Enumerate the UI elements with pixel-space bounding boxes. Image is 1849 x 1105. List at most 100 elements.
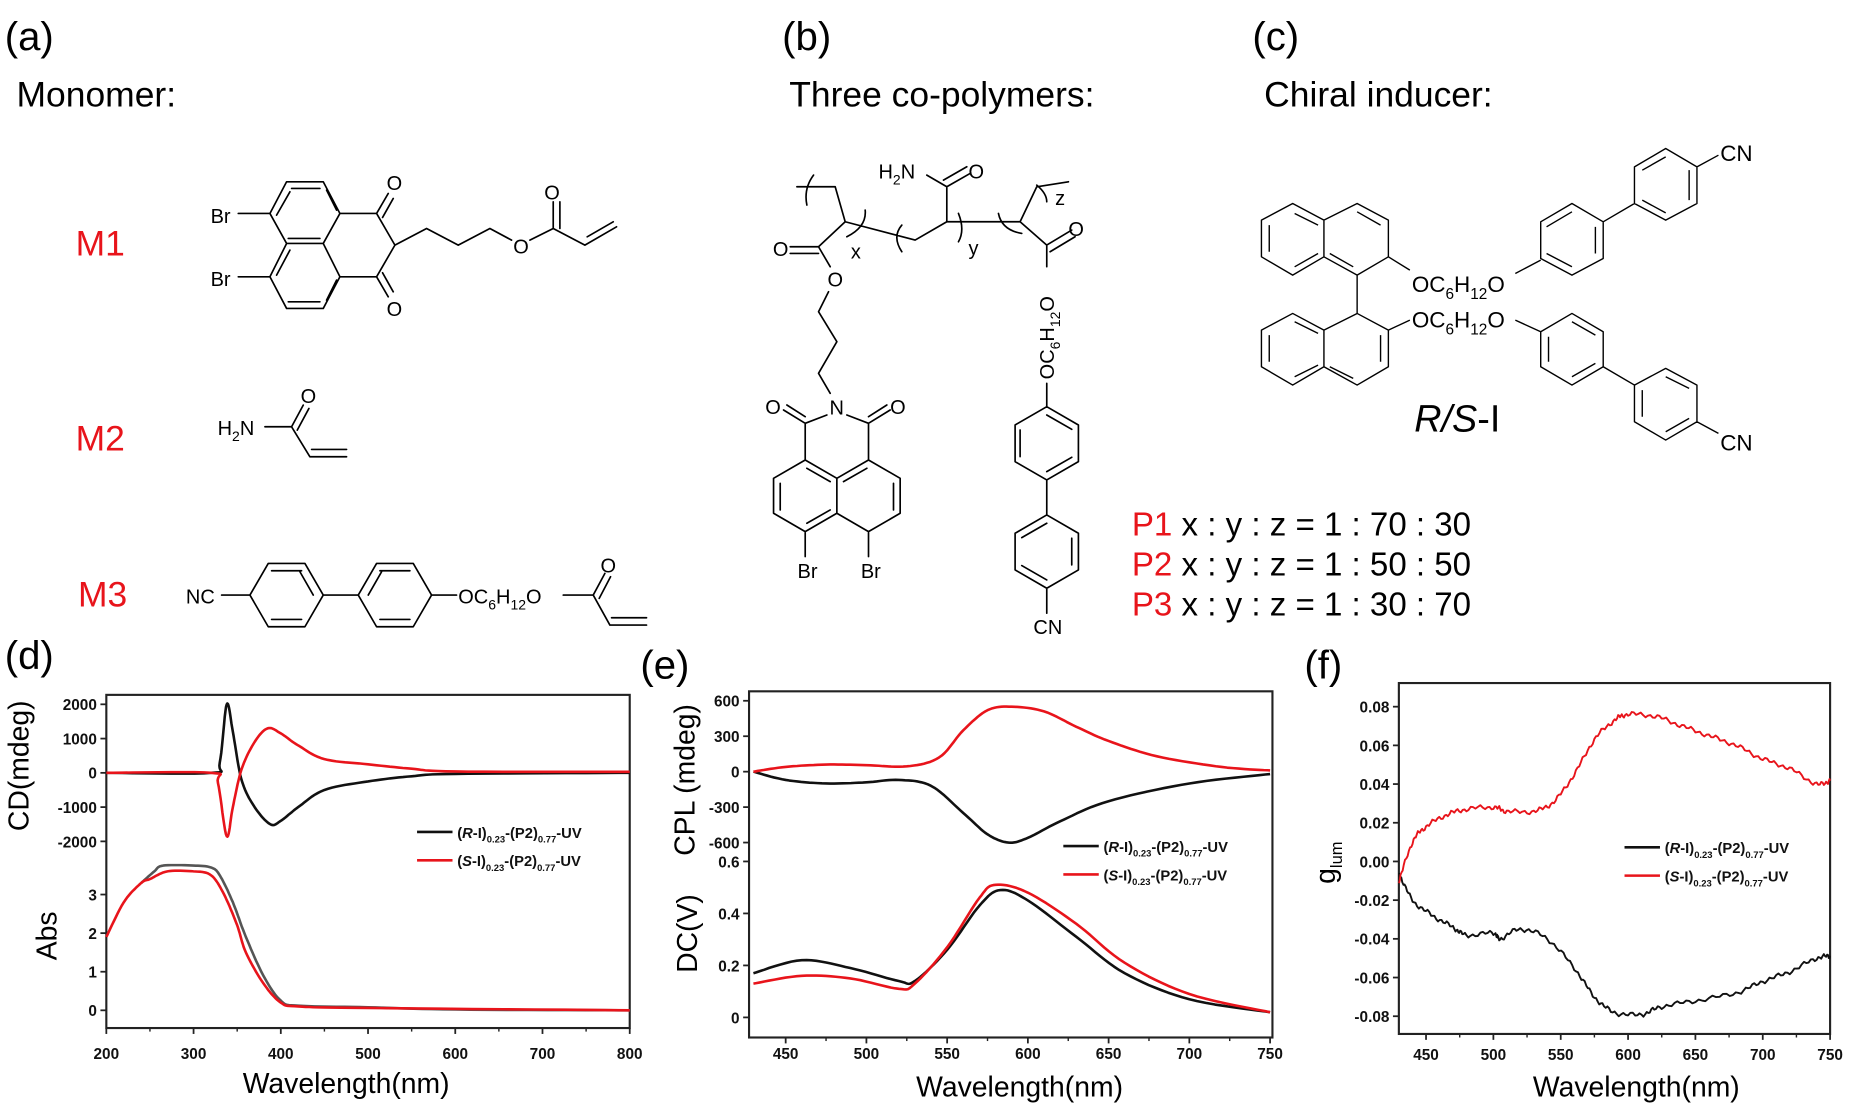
- y-tick-label: -300: [709, 800, 740, 817]
- panel-d-label: (d): [5, 633, 54, 678]
- x-tick-label: 700: [530, 1046, 556, 1063]
- y-axis-title: CPL (mdeg): [670, 704, 702, 856]
- m1-o-top: O: [387, 173, 403, 195]
- y-tick-label: 0.06: [1360, 738, 1390, 755]
- series-line-S: [753, 705, 1271, 773]
- m1-o-ester: O: [513, 236, 529, 258]
- cyano-bottom: CN: [1720, 430, 1752, 455]
- copolymer-ratios: P1 x : y : z = 1 : 70 : 30 P2 x : y : z …: [1132, 506, 1471, 623]
- y-tick-label: -1000: [58, 800, 97, 817]
- y-tick-label: 0: [88, 766, 97, 783]
- x-tick-label: 750: [1817, 1047, 1843, 1064]
- plot-frame: [105, 693, 631, 1030]
- ester-o-left: O: [773, 239, 789, 261]
- linker-bottom: OC6H12O: [1412, 307, 1505, 338]
- x-axis-title: Wavelength(nm): [1533, 1072, 1740, 1104]
- x-tick-label: 500: [854, 1046, 880, 1063]
- ratio-p2: P2 x : y : z = 1 : 50 : 50: [1132, 547, 1471, 584]
- y-tick-label: 0.08: [1360, 700, 1390, 717]
- series-line-R: [106, 702, 630, 827]
- panel-c: (c) Chiral inducer: OC6H12O OC6H12O CN C…: [1252, 14, 1752, 456]
- x-tick-label: 400: [268, 1046, 294, 1063]
- m1-o-carbonyl: O: [544, 182, 560, 204]
- series-line-R: [1398, 872, 1832, 1018]
- copolymer-structure: H2N O O O O x y z N O O Br Br CN OC6H12O: [765, 161, 1084, 638]
- m1-br-bottom: Br: [211, 269, 231, 291]
- legend-label-R: (R-I)0.23-(P2)0.77-UV: [1103, 840, 1228, 860]
- x-tick-label: 800: [617, 1046, 643, 1063]
- y-tick-label: 300: [714, 729, 740, 746]
- legend-label-R: (R-I)0.23-(P2)0.77-UV: [1665, 841, 1790, 861]
- copolymer-bonds: [772, 165, 1080, 615]
- x-tick-label: 650: [1096, 1046, 1122, 1063]
- x-tick-label: 300: [181, 1046, 207, 1063]
- linker-top: OC6H12O: [1412, 272, 1505, 303]
- y-tick-label: -600: [709, 835, 740, 852]
- amide-o: O: [968, 161, 984, 183]
- series-line-R: [140, 863, 630, 1012]
- plot-frame: [1397, 681, 1832, 1036]
- y-tick-label: 3: [88, 887, 97, 904]
- ester-o-right: O: [1068, 219, 1084, 241]
- y-tick-label: 0.02: [1360, 816, 1390, 833]
- ratio-p3: P3 x : y : z = 1 : 30 : 70: [1132, 587, 1471, 624]
- ratio-p1: P1 x : y : z = 1 : 70 : 30: [1132, 506, 1471, 543]
- panel-a: (a) Monomer: M1 M2 M3 Br Br O O O O H2N …: [5, 14, 648, 628]
- binaphthyl-bonds: [1261, 149, 1718, 441]
- legend-label-S: (S-I)0.23-(P2)0.77-UV: [1103, 868, 1227, 888]
- plot-frame: [747, 690, 1274, 1039]
- y-tick-label: 0: [731, 765, 740, 782]
- panel-b-label: (b): [782, 14, 831, 59]
- panel-a-label: (a): [5, 14, 54, 59]
- panel-a-title: Monomer:: [17, 74, 177, 114]
- x-tick-label: 550: [1548, 1047, 1574, 1064]
- ester-o-chain: O: [828, 270, 844, 292]
- x-tick-label: 700: [1750, 1047, 1776, 1064]
- y-tick-label: 0.2: [718, 958, 739, 975]
- y-axis-title: DC(V): [672, 894, 704, 973]
- panel-b: (b) Three co-polymers: H2N O O O O x y z…: [765, 14, 1471, 639]
- monomer-m1-label: M1: [76, 223, 125, 263]
- y-tick-label: 600: [714, 694, 740, 711]
- subscript-z: z: [1055, 188, 1065, 210]
- subscript-y: y: [968, 238, 978, 260]
- m1-o-bottom: O: [387, 299, 403, 321]
- x-tick-label: 750: [1257, 1046, 1283, 1063]
- m3-nc: NC: [186, 586, 215, 608]
- y-tick-label: 0.04: [1360, 777, 1390, 794]
- x-tick-label: 450: [773, 1046, 799, 1063]
- x-tick-label: 600: [1615, 1047, 1641, 1064]
- y-tick-label: 0: [88, 1003, 97, 1020]
- m1-br-top: Br: [211, 206, 231, 228]
- y-tick-label: 0.6: [718, 854, 739, 871]
- x-tick-label: 600: [442, 1046, 468, 1063]
- x-axis-title: Wavelength(nm): [916, 1072, 1123, 1104]
- panel-b-title: Three co-polymers:: [789, 74, 1094, 114]
- y-tick-label: 1000: [63, 731, 97, 748]
- x-tick-label: 500: [1481, 1047, 1507, 1064]
- x-tick-label: 700: [1177, 1046, 1203, 1063]
- x-tick-label: 450: [1413, 1047, 1439, 1064]
- y-tick-label: -0.04: [1354, 932, 1389, 949]
- y-tick-label: 2: [88, 926, 97, 943]
- x-tick-label: 600: [1015, 1046, 1041, 1063]
- monomer-structures: Br Br O O O O H2N O NC OC6H12O O: [186, 173, 648, 628]
- panel-c-label: (c): [1252, 14, 1299, 59]
- y-axis-title: glum: [1310, 841, 1346, 883]
- panel-e-label: (e): [640, 642, 689, 687]
- m3-o: O: [601, 556, 617, 578]
- subscript-x: x: [851, 241, 861, 263]
- imide-o-left: O: [765, 397, 781, 419]
- chiral-inducer-structure: [1261, 149, 1718, 441]
- br-right: Br: [861, 561, 881, 583]
- series-line-R: [753, 770, 1271, 844]
- series-line-S: [106, 726, 630, 838]
- series-line-S: [105, 869, 630, 1012]
- y-tick-label: 0: [731, 1010, 740, 1027]
- y-tick-label: -2000: [58, 834, 97, 851]
